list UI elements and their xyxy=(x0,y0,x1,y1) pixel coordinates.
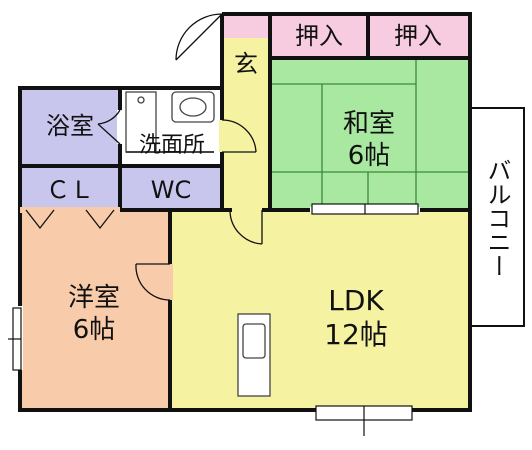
ldk-size: 12帖 xyxy=(324,318,388,351)
entrance-hall xyxy=(222,14,270,210)
bath-label: 浴室 xyxy=(46,112,94,140)
ldk-room xyxy=(170,210,468,410)
kitchen-sink-icon xyxy=(237,313,271,397)
wc-room xyxy=(120,166,222,210)
ldk-label: LDK xyxy=(328,284,384,317)
cl-room xyxy=(20,166,120,210)
window-icon xyxy=(8,203,419,436)
washbasin-icon xyxy=(125,91,215,153)
balcony-area xyxy=(469,107,525,327)
western-room-size: 6帖 xyxy=(73,315,116,345)
bath-room xyxy=(20,88,120,166)
tatami-lines xyxy=(270,58,468,210)
entrance-top xyxy=(222,14,270,38)
washroom-label: 洗面所 xyxy=(139,133,205,158)
balcony-label: バルコニー xyxy=(483,158,511,278)
entrance-label: 玄 xyxy=(234,50,258,78)
door-swing-icon xyxy=(25,13,263,301)
closet-right xyxy=(368,14,468,58)
japanese-room-label: 和室 xyxy=(343,109,395,139)
western-room xyxy=(20,210,170,410)
western-room-label: 洋室 xyxy=(68,283,120,313)
cl-label: ＣＬ xyxy=(46,176,94,204)
closet-left-label: 押入 xyxy=(295,22,343,50)
japanese-room xyxy=(270,58,468,210)
japanese-room-size: 6帖 xyxy=(348,141,391,171)
wc-label: WC xyxy=(151,176,192,204)
closet-left xyxy=(270,14,368,58)
closet-right-label: 押入 xyxy=(394,22,442,50)
